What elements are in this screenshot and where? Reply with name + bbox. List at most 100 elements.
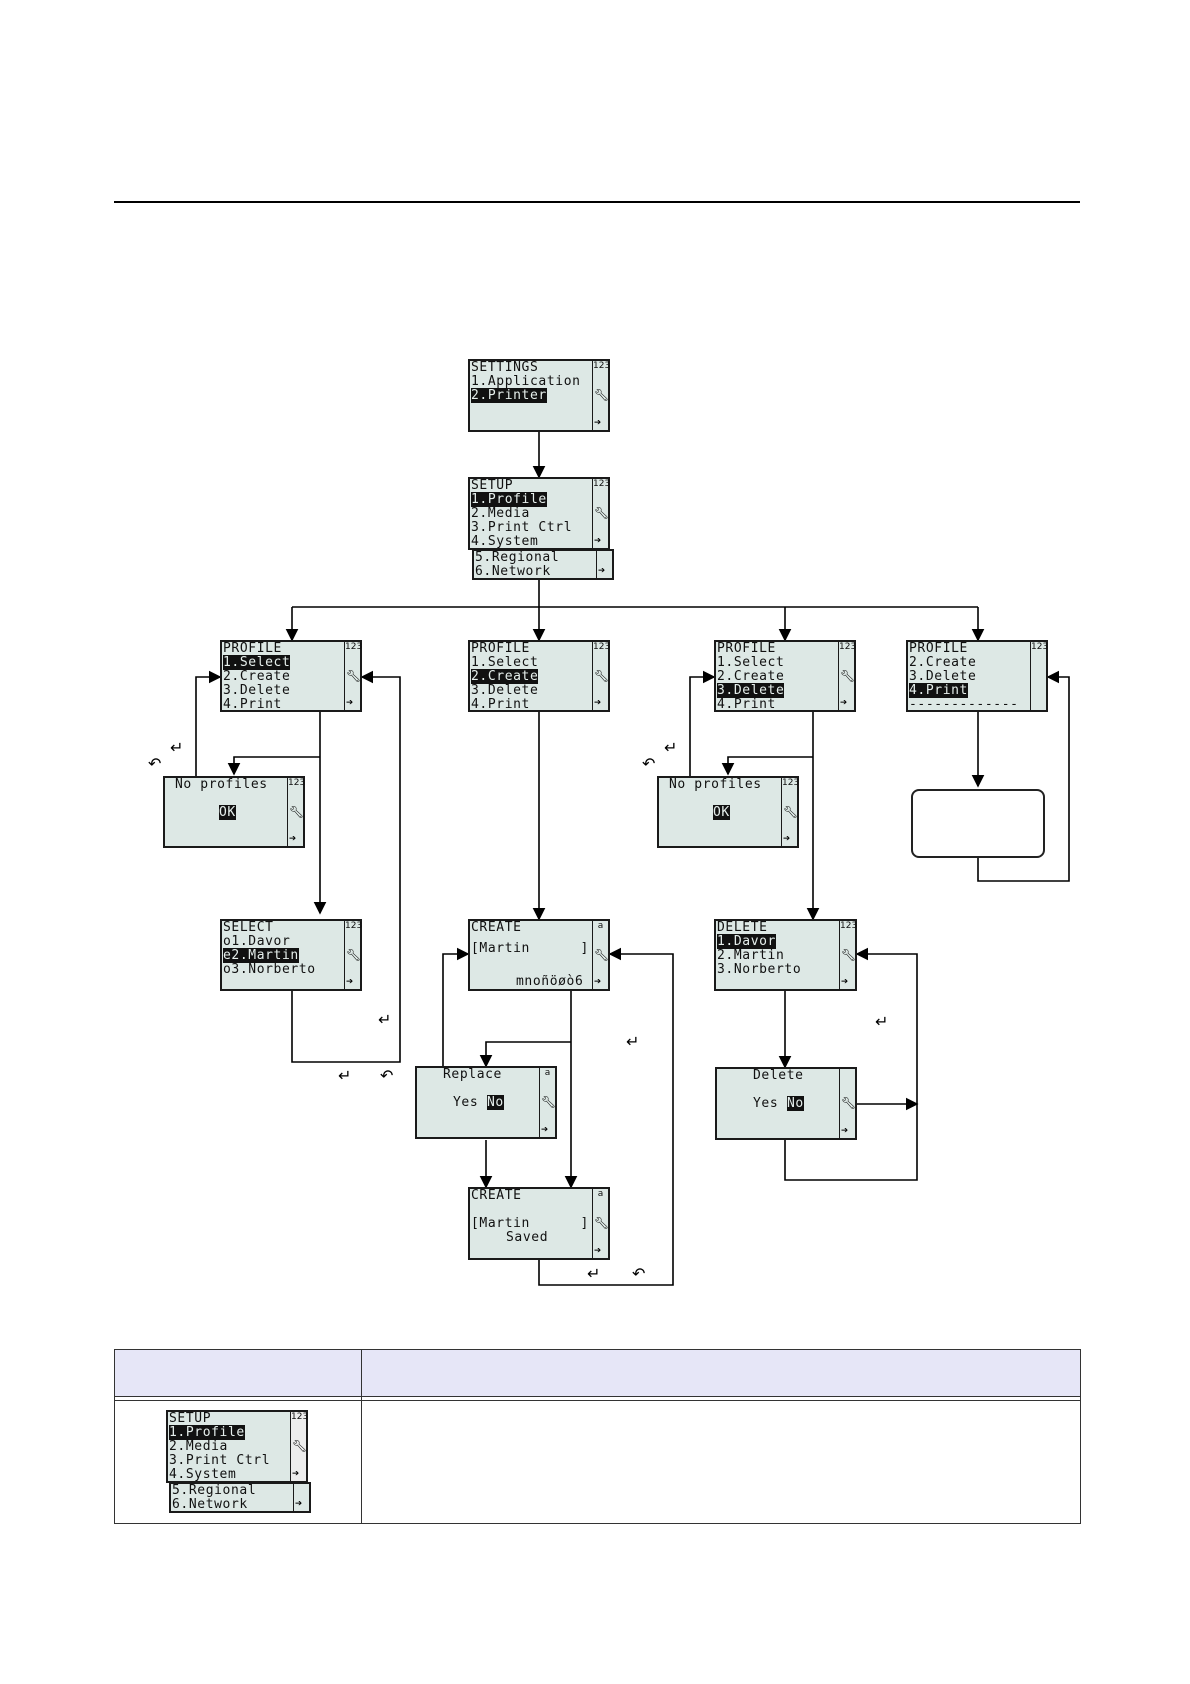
- profile-option-norberto[interactable]: o3.Norberto: [223, 962, 316, 977]
- right-arrow-icon: ➔: [292, 1466, 300, 1480]
- table-header-cell: [114, 1349, 362, 1397]
- screen-title: CREATE: [471, 920, 522, 935]
- no-profiles-dialog: No profiles OK 123🔧︎➔: [163, 776, 305, 848]
- profile-print-screen: PROFILE 2.Create 3.Delete 4.Print ------…: [906, 640, 1048, 712]
- ok-button[interactable]: OK: [219, 805, 236, 820]
- screen-title: SETUP: [471, 478, 514, 493]
- screen-title: SETUP: [169, 1411, 212, 1426]
- wrench-icon: 🔧︎: [594, 1216, 610, 1230]
- wrench-icon: 🔧︎: [541, 1095, 557, 1109]
- ok-button[interactable]: OK: [713, 805, 730, 820]
- dialog-title: Replace: [443, 1067, 502, 1082]
- menu-item-print[interactable]: 4.Print: [717, 697, 776, 712]
- menu-item-print[interactable]: 4.Print: [909, 683, 968, 698]
- menu-item-printer[interactable]: 2.Printer: [471, 388, 547, 403]
- menu-item-print-ctrl: 3.Print Ctrl: [169, 1453, 271, 1468]
- mode-indicator: 123: [593, 642, 611, 652]
- screen-title: DELETE: [717, 920, 768, 935]
- delete-confirm-dialog: Delete Yes No 🔧︎➔: [715, 1067, 857, 1140]
- mode-indicator: 123: [593, 361, 611, 371]
- menu-item-media[interactable]: 2.Media: [471, 506, 530, 521]
- right-arrow-icon: ➔: [346, 695, 354, 709]
- wrench-icon: 🔧︎: [346, 948, 362, 962]
- right-arrow-icon: ➔: [289, 831, 297, 845]
- menu-item-print[interactable]: 4.Print: [223, 697, 282, 712]
- menu-item-delete[interactable]: 3.Delete: [909, 669, 977, 684]
- right-arrow-icon: ➔: [594, 1243, 602, 1257]
- wrench-icon: 🔧︎: [594, 506, 610, 520]
- screen-title: PROFILE: [471, 641, 530, 656]
- menu-item-print[interactable]: 4.Print: [471, 697, 530, 712]
- menu-item-create[interactable]: 2.Create: [909, 655, 977, 670]
- menu-item-system: 4.System: [169, 1467, 237, 1482]
- menu-item-system[interactable]: 4.System: [471, 534, 539, 549]
- menu-item-delete[interactable]: 3.Delete: [223, 683, 291, 698]
- wrench-icon: 🔧︎: [594, 669, 610, 683]
- profile-option-norberto[interactable]: 3.Norberto: [717, 962, 802, 977]
- separator-line: -------------: [909, 697, 1019, 712]
- back-arrow-icon: ↶: [642, 754, 656, 773]
- right-arrow-icon: ➔: [840, 695, 848, 709]
- menu-item-delete[interactable]: 3.Delete: [717, 683, 785, 698]
- profile-delete-screen: PROFILE 1.Select 2.Create 3.Delete 4.Pri…: [714, 640, 856, 712]
- table-header-cell: [361, 1349, 1081, 1397]
- table-cell-screen: SETUP 1.Profile 2.Media 3.Print Ctrl 4.S…: [114, 1400, 362, 1524]
- profile-option-davor[interactable]: o1.Davor: [223, 934, 291, 949]
- profile-option-martin[interactable]: 2.Martin: [717, 948, 785, 963]
- print-output-box: [911, 789, 1045, 858]
- menu-item-profile[interactable]: 1.Profile: [471, 492, 547, 507]
- mode-indicator: 123: [345, 642, 363, 652]
- menu-item-application[interactable]: 1.Application: [471, 374, 581, 389]
- screen-title: SELECT: [223, 920, 274, 935]
- mode-indicator: a: [597, 921, 604, 931]
- menu-item-select[interactable]: 1.Select: [471, 655, 539, 670]
- enter-arrow-icon: ↵: [378, 1010, 392, 1029]
- profile-option-martin[interactable]: e2.Martin: [223, 948, 299, 963]
- wrench-icon: 🔧︎: [292, 1439, 308, 1453]
- menu-item-regional[interactable]: 5.Regional: [475, 550, 560, 565]
- mode-indicator: 123: [782, 778, 800, 788]
- no-option[interactable]: No: [787, 1096, 804, 1111]
- character-picker[interactable]: mnoñöøò6: [516, 974, 584, 989]
- dialog-message: No profiles: [175, 777, 268, 792]
- menu-item-create[interactable]: 2.Create: [471, 669, 539, 684]
- menu-item-media: 2.Media: [169, 1439, 228, 1454]
- menu-item-profile: 1.Profile: [169, 1425, 245, 1440]
- menu-item-network: 6.Network: [172, 1497, 248, 1512]
- screen-title: PROFILE: [717, 641, 776, 656]
- mode-indicator: a: [597, 1189, 604, 1199]
- no-profiles-dialog: No profiles OK 123🔧︎➔: [657, 776, 799, 848]
- profile-option-davor[interactable]: 1.Davor: [717, 934, 776, 949]
- back-arrow-icon: ↶: [148, 754, 162, 773]
- yes-option[interactable]: Yes: [753, 1096, 779, 1111]
- profile-name-field: [Martin ]: [471, 1216, 589, 1231]
- menu-item-select[interactable]: 1.Select: [717, 655, 785, 670]
- mode-indicator: 123: [291, 1412, 309, 1422]
- mode-indicator: 123: [839, 642, 857, 652]
- menu-item-create[interactable]: 2.Create: [223, 669, 291, 684]
- profile-select-screen: PROFILE 1.Select 2.Create 3.Delete 4.Pri…: [220, 640, 362, 712]
- enter-arrow-icon: ↵: [587, 1264, 601, 1283]
- wrench-icon: 🔧︎: [346, 669, 362, 683]
- right-arrow-icon: ➔: [594, 533, 602, 547]
- screen-title: PROFILE: [909, 641, 968, 656]
- right-arrow-icon: ➔: [841, 974, 849, 988]
- enter-arrow-icon: ↵: [626, 1032, 640, 1051]
- yes-option[interactable]: Yes: [453, 1095, 479, 1110]
- menu-item-print-ctrl[interactable]: 3.Print Ctrl: [471, 520, 573, 535]
- right-arrow-icon: ➔: [541, 1122, 549, 1136]
- back-arrow-icon: ↶: [380, 1066, 394, 1085]
- menu-item-network[interactable]: 6.Network: [475, 564, 551, 579]
- menu-item-create[interactable]: 2.Create: [717, 669, 785, 684]
- select-profile-screen: SELECT o1.Davor e2.Martin o3.Norberto 12…: [220, 919, 362, 991]
- dialog-message: No profiles: [669, 777, 762, 792]
- menu-item-select[interactable]: 1.Select: [223, 655, 291, 670]
- menu-item-delete[interactable]: 3.Delete: [471, 683, 539, 698]
- back-arrow-icon: ↶: [632, 1264, 646, 1283]
- profile-name-field[interactable]: [Martin ]: [471, 941, 589, 956]
- create-saved-screen: CREATE [Martin ] Saved a🔧︎➔: [468, 1187, 610, 1260]
- setup-screen-thumbnail: SETUP 1.Profile 2.Media 3.Print Ctrl 4.S…: [166, 1410, 308, 1483]
- no-option[interactable]: No: [487, 1095, 504, 1110]
- setup-screen: SETUP 1.Profile 2.Media 3.Print Ctrl 4.S…: [468, 477, 610, 550]
